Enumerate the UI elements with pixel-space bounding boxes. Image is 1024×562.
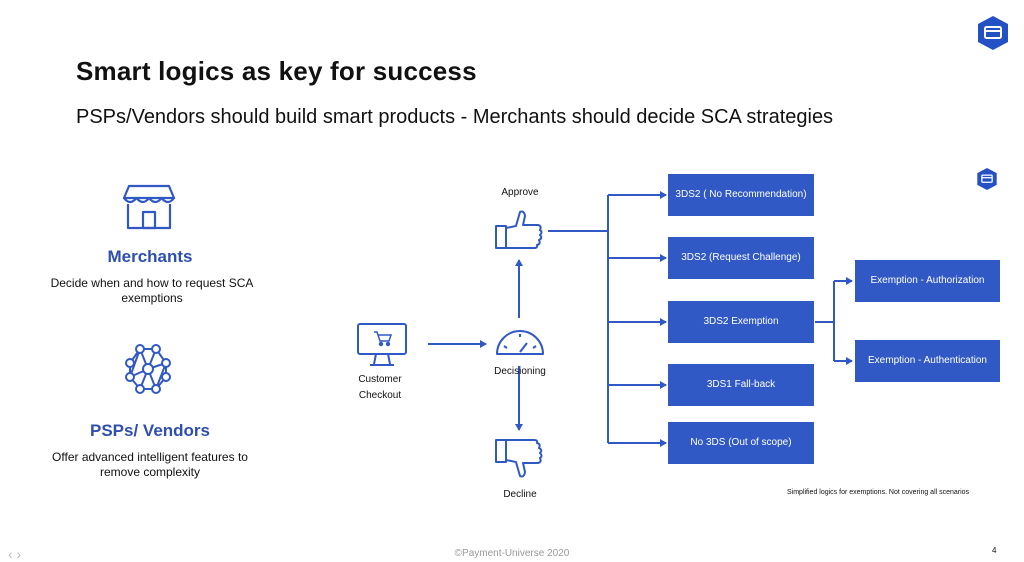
- merchants-title: Merchants: [107, 247, 193, 266]
- footer-copyright: ©Payment-Universe 2020: [454, 548, 570, 559]
- store-icon: [121, 182, 177, 232]
- brand-logo-small-icon: [976, 167, 998, 191]
- page-title: Smart logics as key for success: [76, 56, 477, 86]
- slide-navigation[interactable]: ‹ ›: [8, 546, 22, 562]
- brand-logo-icon: [976, 15, 1010, 51]
- vendors-description: Offer advanced intelligent features to r…: [52, 450, 248, 479]
- outcome-no-3ds: No 3DS (Out of scope): [668, 422, 814, 464]
- decline-label: Decline: [503, 489, 537, 500]
- exemption-authorization: Exemption - Authorization: [855, 260, 1000, 302]
- footnote: Simplified logics for exemptions. Not co…: [787, 489, 970, 496]
- checkout-monitor-icon: [356, 322, 408, 368]
- page-number: 4: [992, 546, 997, 555]
- approve-label: Approve: [501, 187, 539, 198]
- decisioning-label: Decisioning: [494, 366, 546, 377]
- outcome-request-challenge: 3DS2 (Request Challenge): [668, 237, 814, 279]
- checkout-label-line1: Customer: [358, 374, 402, 385]
- page-subtitle: PSPs/Vendors should build smart products…: [76, 106, 834, 128]
- gauge-icon: [494, 326, 546, 356]
- exemption-authentication: Exemption - Authentication: [855, 340, 1000, 382]
- checkout-label-line2: Checkout: [358, 390, 402, 401]
- outcome-3ds1-fallback: 3DS1 Fall-back: [668, 364, 814, 406]
- thumbs-down-icon: [494, 436, 546, 480]
- outcome-no-recommendation: 3DS2 ( No Recommendation): [668, 174, 814, 216]
- vendors-title: PSPs/ Vendors: [90, 421, 210, 440]
- merchants-description: Decide when and how to request SCA exemp…: [50, 276, 254, 305]
- network-icon: [122, 343, 174, 395]
- outcome-exemption: 3DS2 Exemption: [668, 301, 814, 343]
- thumbs-up-icon: [494, 208, 546, 252]
